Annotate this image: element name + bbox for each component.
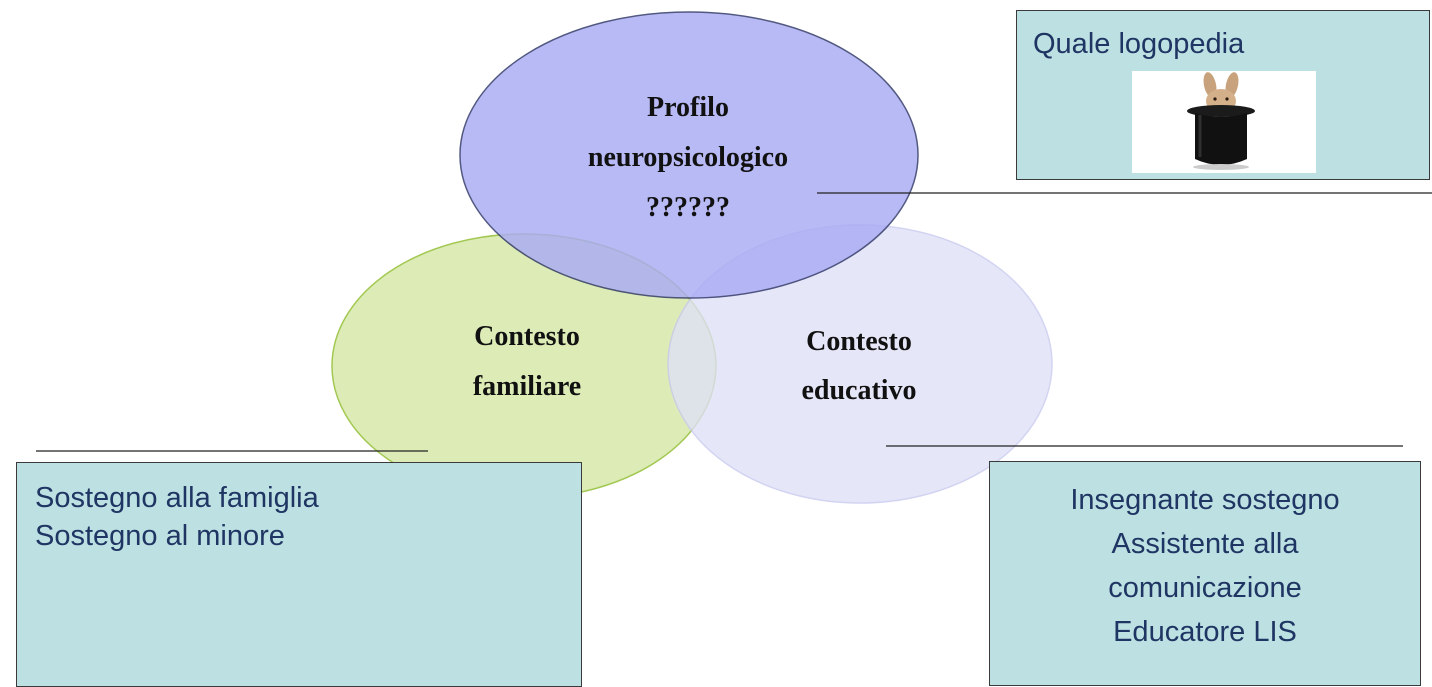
rabbit-in-top-hat-picture [1132,71,1316,173]
label-contesto-right: Contesto [806,326,912,357]
label-question-marks: ?????? [646,192,730,223]
sostegno-famiglia-text: Sostegno alla famiglia [35,482,319,514]
label-contesto-left: Contesto [474,321,580,352]
educational-roles-box: Insegnante sostegno Assistente alla comu… [989,461,1421,686]
sostegno-minore-text: Sostegno al minore [35,520,285,552]
insegnante-sostegno-text: Insegnante sostegno [1070,484,1340,516]
circle-profilo-neuropsicologico [459,11,919,299]
label-familiare: familiare [473,371,581,402]
label-neuropsicologico: neuropsicologico [588,142,788,173]
educatore-lis-text: Educatore LIS [1113,616,1297,648]
label-profilo: Profilo [647,92,729,123]
comunicazione-text: comunicazione [1108,572,1302,604]
quale-logopedia-box: Quale logopedia [1016,10,1430,180]
quale-logopedia-text: Quale logopedia [1033,28,1245,60]
assistente-alla-text: Assistente alla [1111,528,1299,560]
sostegno-box: Sostegno alla famiglia Sostegno al minor… [16,462,582,687]
label-educativo: educativo [801,375,916,406]
